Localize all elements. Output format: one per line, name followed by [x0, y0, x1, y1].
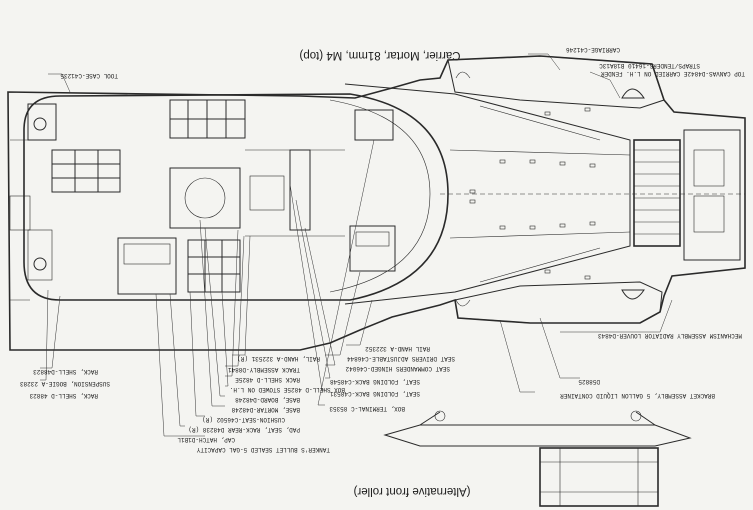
seat-rear [117, 237, 177, 295]
front-roller-detail [383, 410, 692, 507]
callout-radiator-louver: MECHANISM ASSEMBLY RADIATOR LOUVER-D4843 [598, 332, 742, 339]
callout-rack-shell-3: RACK, SHELL-D 48823 [29, 392, 98, 399]
ammo-rack-upper [169, 99, 246, 139]
callout-labels: TOOL CASE-C41235 CARRIAGE-C41246 STRAPS/… [20, 46, 745, 453]
front-deck [344, 83, 631, 305]
callout-base-mortar: BASE, MORTAR-D48248 [231, 406, 300, 413]
callout-liquid-container-bracket: BRACKET ASSEMBLY, 5 GALLON LIQUID CONTAI… [560, 392, 715, 399]
terminal-box [354, 109, 394, 141]
callout-top-canvas: TOP CANVAS-D4842E CARRIED ON L.H. FENDER [601, 70, 745, 77]
leader-lines [40, 53, 673, 437]
commander-seat [289, 149, 311, 231]
front-plate [683, 129, 741, 261]
callout-box-shell: BOX SHELL-D 4825E STOWED ON L.H. [230, 386, 345, 393]
mortar-base [169, 167, 241, 229]
driver-seat [349, 225, 396, 272]
callout-seat-folding-1: SEAT, FOLDING BACK-C48548 [330, 378, 420, 385]
callout-track-assembly: TRACK ASSEMBLY-D8841 [228, 366, 300, 373]
callout-rail-hand-right: RAIL, HAND-A 322531 (R) [237, 355, 320, 362]
callout-pad-seat-rack: PAD, SEAT, RACK-REAR D48238 (R) [188, 426, 300, 433]
callout-straps: STRAPS/TENDERS-16410 B18A13C [599, 62, 700, 69]
callout-seat-folding-2: SEAT, FOLDING BACK-C48531 [330, 390, 420, 397]
headlight-bottom [621, 289, 645, 300]
vehicle-top-view [7, 55, 746, 351]
callout-cap-hatch: CAP, HATCH-D1B1L [177, 436, 235, 443]
callout-carriage: CARRIAGE-C41246 [566, 46, 620, 53]
callout-commander-seat: SEAT COMMANDERS HINGED-C46042 [345, 365, 450, 372]
callout-tankers-bullet: TANKER'S BULLET SEALED 5-GAL CAPACITY [196, 446, 330, 453]
alt-roller-drum [539, 447, 659, 507]
callout-tool-case: TOOL CASE-C41235 [60, 72, 118, 79]
deck-rivets [469, 107, 596, 280]
ammo-rack-lower [187, 239, 241, 293]
headlight-top [621, 88, 645, 99]
roller-ribs [634, 149, 680, 235]
callout-d58825: D58825 [578, 378, 600, 385]
callout-rail-hand-left: RAIL HAND-A 322352 [365, 345, 430, 352]
callout-cushion-seat: CUSHION-SEAT-C46502 (R) [202, 416, 285, 423]
callout-suspension-bogie: SUSPENSION, BOGIE-A 23283 [20, 380, 110, 387]
ammo-rack-left [51, 149, 121, 193]
caption-top: Carrier, Mortar, 81mm, M4 (top) [299, 49, 460, 61]
callout-base-board: BASE, BOARD-D48248 [235, 396, 300, 403]
rear-stowage-box [27, 103, 57, 141]
callout-driver-seat: SEAT DRIVERS ADJUSTABLE-C46844 [347, 355, 455, 362]
fender-bottom [454, 281, 663, 324]
callout-terminal-box: BOX, TERMINAL-C 85353 [329, 405, 405, 412]
caption-bottom: (Alternative front roller) [353, 485, 470, 497]
callout-rack-shell-1: RACK SHELL-D 4825E [235, 376, 300, 383]
fender-top [447, 55, 665, 109]
crew-compartment [23, 93, 449, 301]
front-roller [633, 139, 681, 247]
callout-rack-shell-2: RACK, SHELL-D48823 [33, 368, 98, 375]
hull-outline [7, 55, 746, 351]
